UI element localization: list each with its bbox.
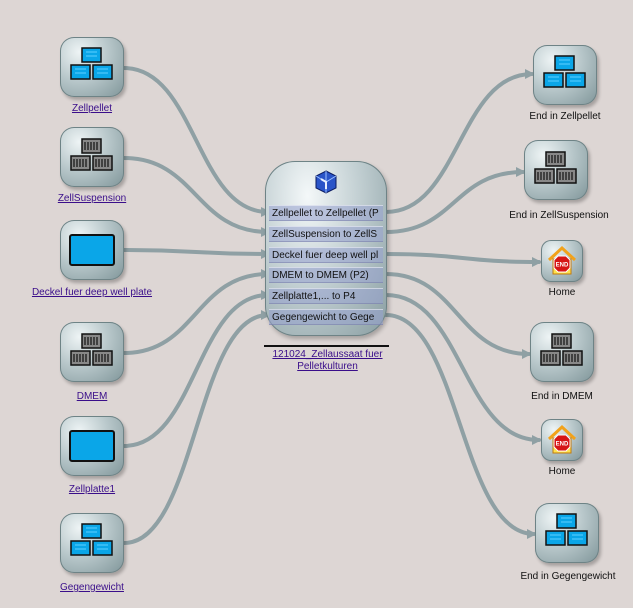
process-divider [264, 345, 389, 347]
rack-stack-icon[interactable] [60, 322, 124, 382]
process-row[interactable]: Gegengewicht to Gege [269, 309, 383, 325]
home-end-icon[interactable]: END [541, 419, 583, 461]
input-label-gegengewicht[interactable]: Gegengewicht [60, 582, 124, 593]
lid-icon[interactable] [60, 220, 124, 280]
rack-stack-icon[interactable] [530, 322, 594, 382]
process-row[interactable]: DMEM to DMEM (P2) [269, 267, 383, 283]
process-row[interactable]: ZellSuspension to ZellS [269, 226, 383, 242]
output-wire [384, 167, 526, 234]
input-label-dmem[interactable]: DMEM [76, 391, 108, 402]
output-wire [384, 293, 542, 445]
process-row[interactable]: Zellpellet to Zellpellet (P [269, 205, 383, 221]
output-label-gegengewicht: End in Gegengewicht [520, 571, 616, 582]
input-label-zellsuspension[interactable]: ZellSuspension [57, 193, 127, 204]
input-wire [122, 248, 271, 259]
end-sign-text: END [556, 442, 569, 448]
plate-stack-icon[interactable] [533, 45, 597, 105]
process-icon [315, 170, 337, 199]
input-label-deckel[interactable]: Deckel fuer deep well plate [31, 287, 153, 298]
plate-stack-icon[interactable] [535, 503, 599, 563]
input-wire [122, 66, 271, 217]
output-label-zellpellet: End in Zellpellet [529, 111, 601, 122]
output-label-zellsuspension: End in ZellSuspension [509, 210, 609, 221]
plate-stack-icon[interactable] [60, 37, 124, 97]
input-wire [122, 290, 271, 448]
output-label-dmem: End in DMEM [531, 391, 593, 402]
process-row[interactable]: Deckel fuer deep well pl [269, 247, 383, 263]
output-wire [384, 313, 537, 539]
process-title[interactable]: 121024_Zellaussaat fuer Pelletkulturen [272, 349, 383, 372]
input-label-zellplatte1[interactable]: Zellplatte1 [68, 484, 116, 495]
output-label-home: Home [548, 287, 576, 298]
input-wire [122, 310, 271, 545]
rack-stack-icon[interactable] [524, 140, 588, 200]
input-label-zellpellet[interactable]: Zellpellet [71, 103, 113, 114]
lid-icon[interactable] [60, 416, 124, 476]
output-wire [384, 272, 532, 359]
input-wire [122, 156, 271, 237]
process-row[interactable]: Zellplatte1,... to P4 [269, 288, 383, 304]
rack-stack-icon[interactable] [60, 127, 124, 187]
output-wire [384, 69, 535, 214]
output-label-home: Home [548, 466, 576, 477]
input-wire [122, 269, 271, 355]
end-sign-text: END [556, 263, 569, 269]
output-wire [384, 252, 542, 267]
home-end-icon[interactable]: END [541, 240, 583, 282]
plate-stack-icon[interactable] [60, 513, 124, 573]
